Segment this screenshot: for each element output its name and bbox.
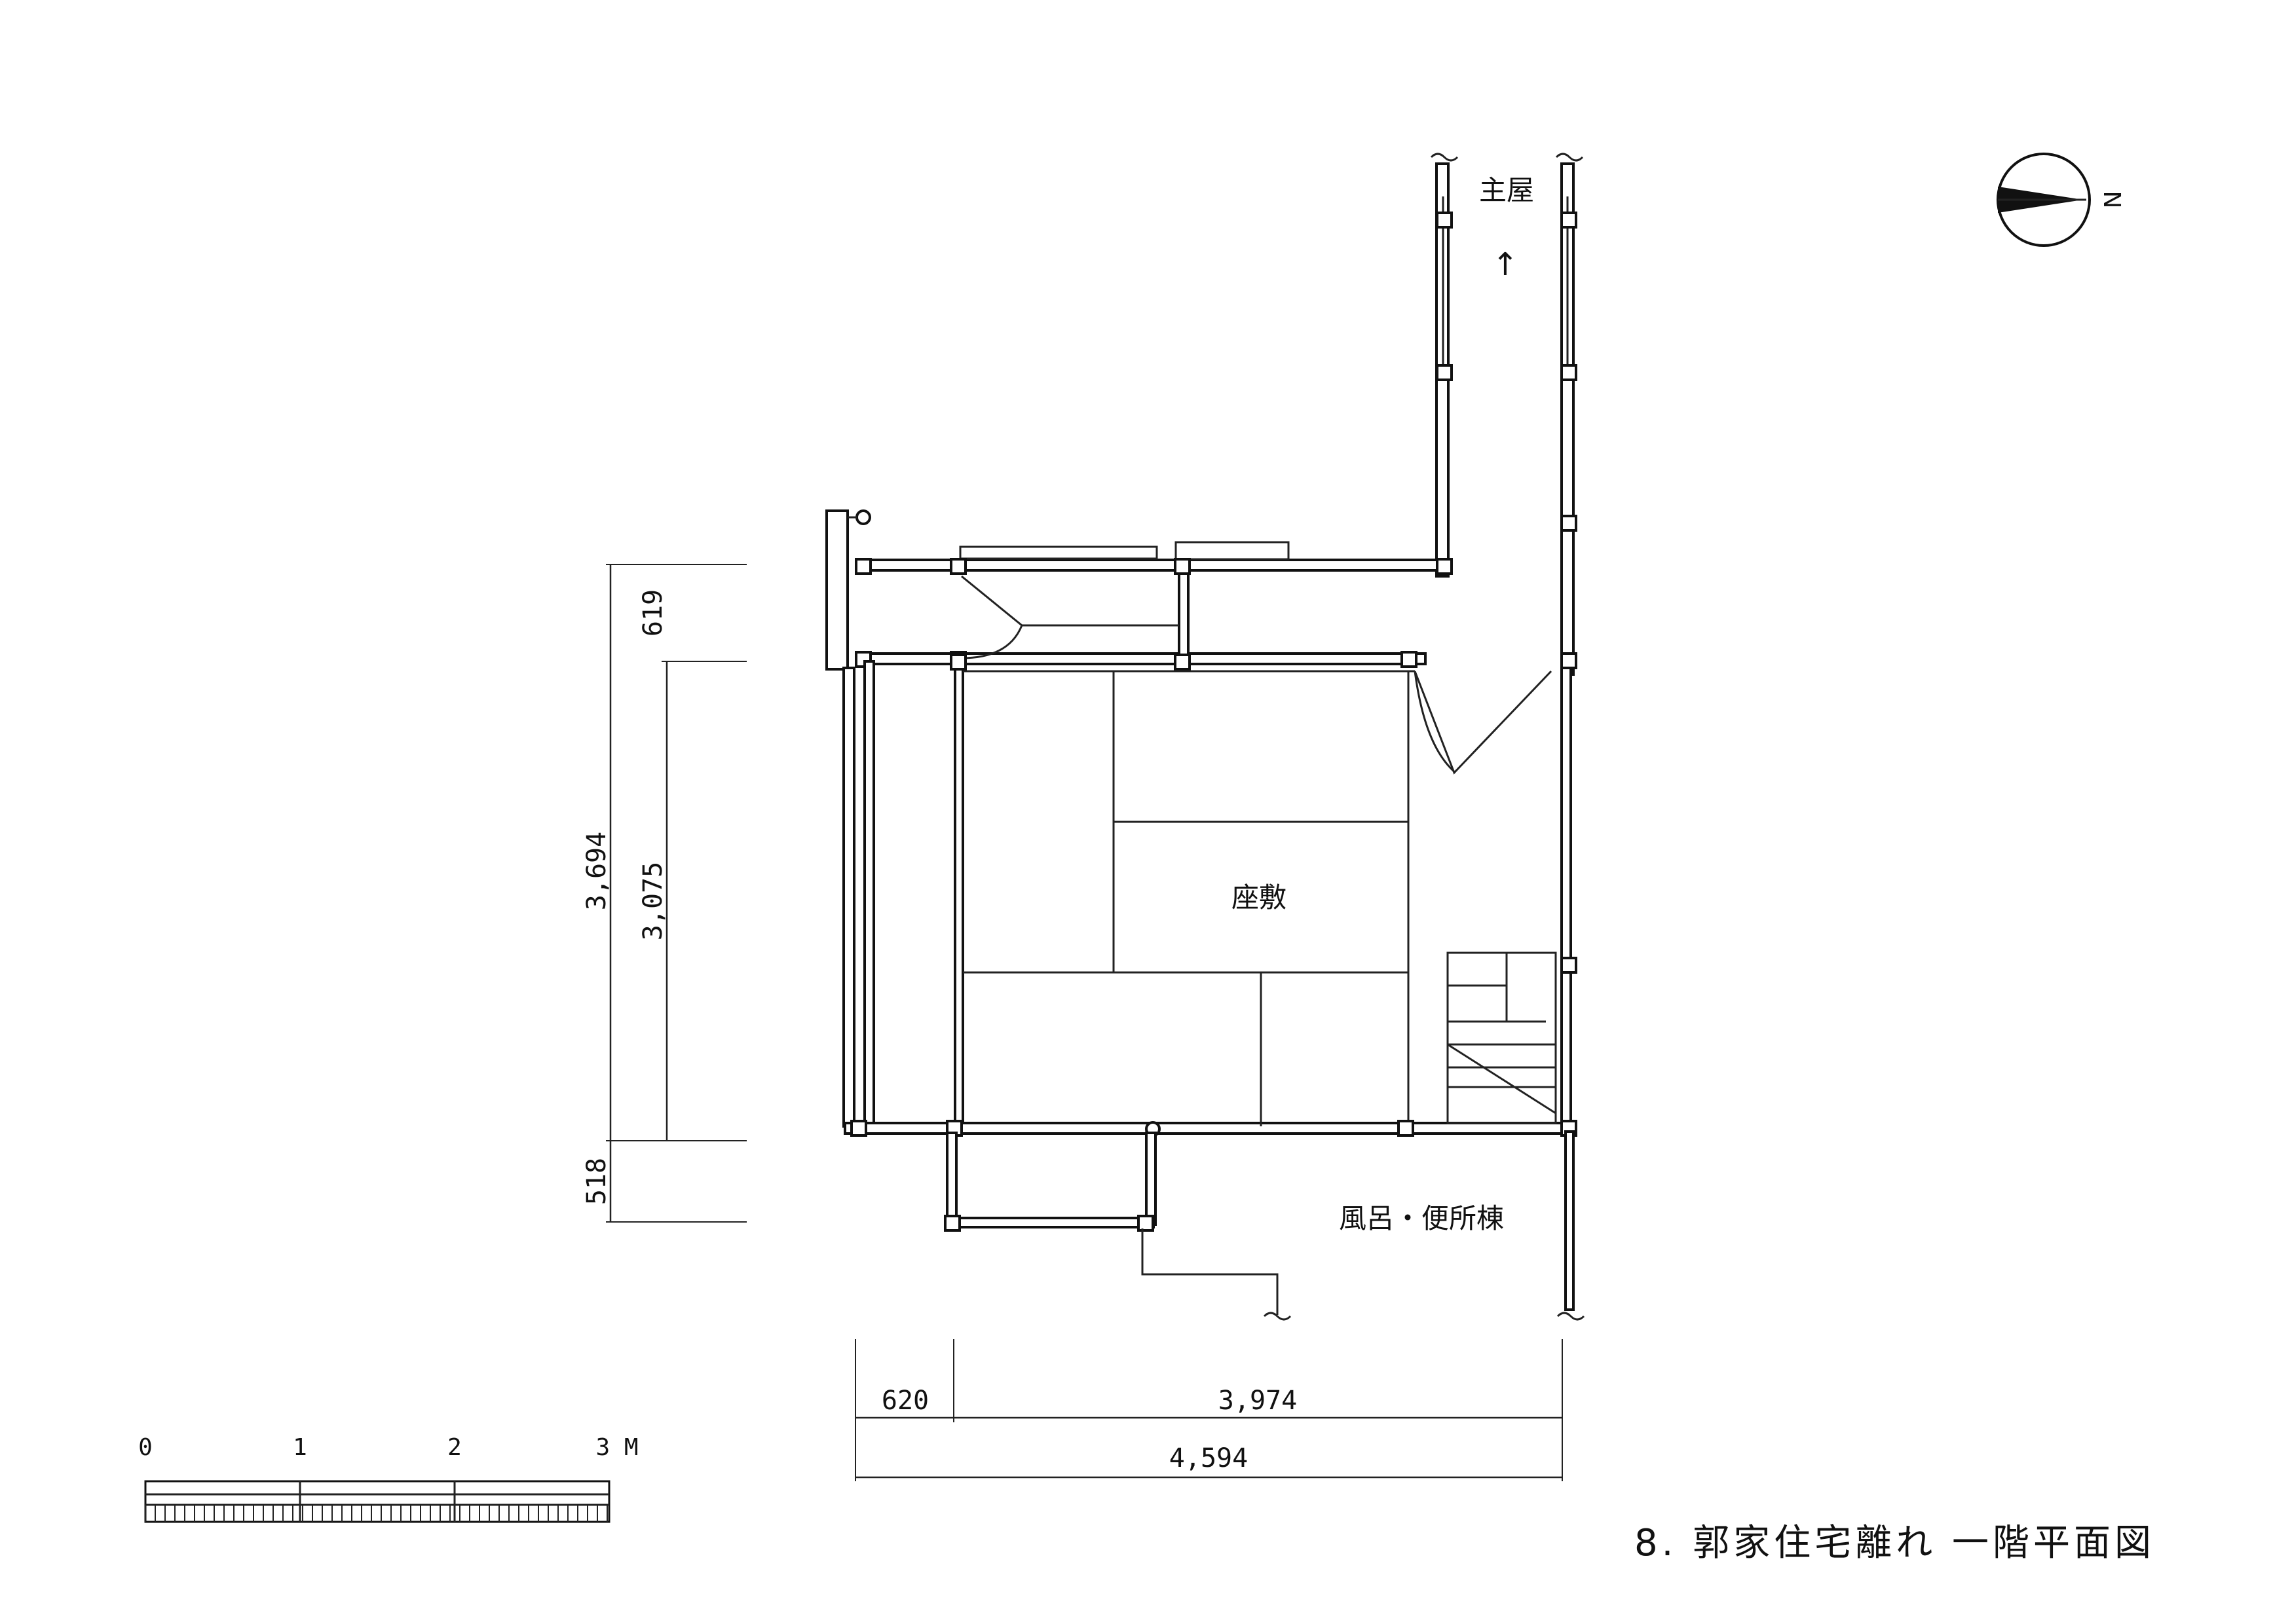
dimension-vertical-middle: 3,075: [638, 862, 668, 940]
north-label: N: [2098, 191, 2125, 209]
scale-label-2: 2: [447, 1434, 462, 1461]
dimension-horizontal-left: 620: [882, 1386, 929, 1416]
horizontal-dimension-lines: [855, 1339, 1563, 1481]
room-label-zashiki: 座敷: [1231, 881, 1286, 913]
south-annex: [944, 1130, 1585, 1321]
room-label-main-house: 主屋: [1479, 174, 1534, 206]
zashiki-room: [842, 652, 1577, 1137]
dimension-vertical-total: 3,694: [582, 832, 612, 910]
dimension-vertical-upper: 619: [638, 589, 668, 637]
dimension-horizontal-right: 3,974: [1218, 1386, 1297, 1416]
dimension-vertical-lower: 518: [582, 1158, 612, 1205]
north-strip: [825, 509, 1453, 671]
dimension-horizontal-total: 4,594: [1169, 1443, 1248, 1473]
corridor-to-main-house: [1430, 153, 1584, 676]
scale-label-0: 0: [138, 1434, 153, 1461]
north-arrow-icon: [1997, 153, 2091, 247]
scale-label-3: 3 M: [595, 1434, 638, 1461]
vertical-dimension-lines: [606, 564, 747, 1223]
room-label-bath-toilet-wing: 風呂・便所棟: [1339, 1202, 1504, 1234]
scale-bar: [144, 1480, 610, 1523]
scale-label-1: 1: [293, 1434, 307, 1461]
direction-arrow-icon: ↑: [1492, 246, 1518, 283]
drawing-title: 8. 郭家住宅離れ 一階平面図: [1634, 1522, 2155, 1564]
